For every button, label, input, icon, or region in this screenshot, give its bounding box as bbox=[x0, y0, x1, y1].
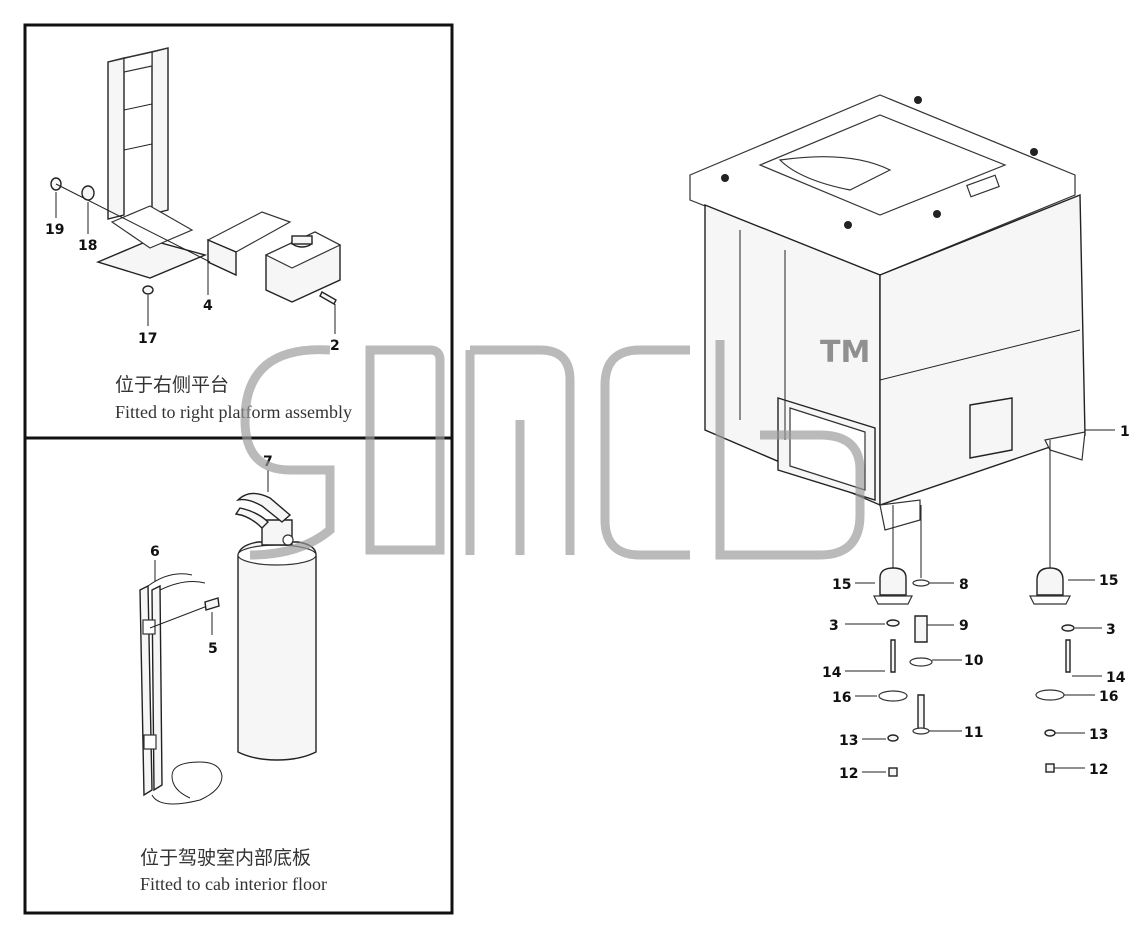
fire-extinguisher bbox=[234, 492, 317, 761]
callout-15-right: 15 bbox=[1099, 573, 1118, 589]
callout-2: 2 bbox=[330, 338, 340, 354]
callout-16-right: 16 bbox=[1099, 689, 1118, 705]
callout-6: 6 bbox=[150, 544, 160, 560]
reservoir-tank bbox=[264, 231, 342, 303]
callout-12-left: 12 bbox=[839, 766, 858, 782]
caption-right-platform-cn: 位于右侧平台 bbox=[115, 374, 229, 396]
bracket-stand bbox=[95, 47, 208, 279]
cab-floor-panel bbox=[23, 436, 454, 915]
callout-18: 18 bbox=[78, 238, 97, 254]
callout-5: 5 bbox=[208, 641, 218, 657]
extinguisher-bracket bbox=[139, 573, 223, 805]
callout-11: 11 bbox=[964, 725, 983, 741]
callout-8: 8 bbox=[959, 577, 969, 593]
small-hardware-left bbox=[50, 177, 337, 305]
callout-4: 4 bbox=[203, 298, 213, 314]
left-mount-stack bbox=[873, 505, 913, 777]
watermark-logo: TM bbox=[240, 335, 870, 560]
caption-cab-floor-cn: 位于驾驶室内部底板 bbox=[140, 847, 311, 869]
callout-12-right: 12 bbox=[1089, 762, 1108, 778]
caption-right-platform-en: Fitted to right platform assembly bbox=[115, 402, 352, 422]
cab-body bbox=[689, 94, 1086, 531]
callout-15-left: 15 bbox=[832, 577, 851, 593]
callout-14-left: 14 bbox=[822, 665, 842, 681]
center-mount-stack bbox=[909, 505, 933, 735]
callout-1: 1 bbox=[1120, 424, 1130, 440]
callout-19: 19 bbox=[45, 222, 64, 238]
callout-13-right: 13 bbox=[1089, 727, 1108, 743]
right-mount-stack bbox=[1029, 440, 1075, 773]
callout-10: 10 bbox=[964, 653, 984, 669]
callout-17: 17 bbox=[138, 331, 157, 347]
callout-16-left: 16 bbox=[832, 690, 851, 706]
callout-14-right: 14 bbox=[1106, 670, 1126, 686]
callout-9: 9 bbox=[959, 618, 969, 634]
callout-3-right: 3 bbox=[1106, 622, 1116, 638]
caption-cab-floor-en: Fitted to cab interior floor bbox=[140, 874, 327, 894]
mounting-plate bbox=[206, 211, 292, 277]
callout-3-left: 3 bbox=[829, 618, 839, 634]
callout-13-left: 13 bbox=[839, 733, 858, 749]
watermark-tm: TM bbox=[820, 335, 870, 370]
